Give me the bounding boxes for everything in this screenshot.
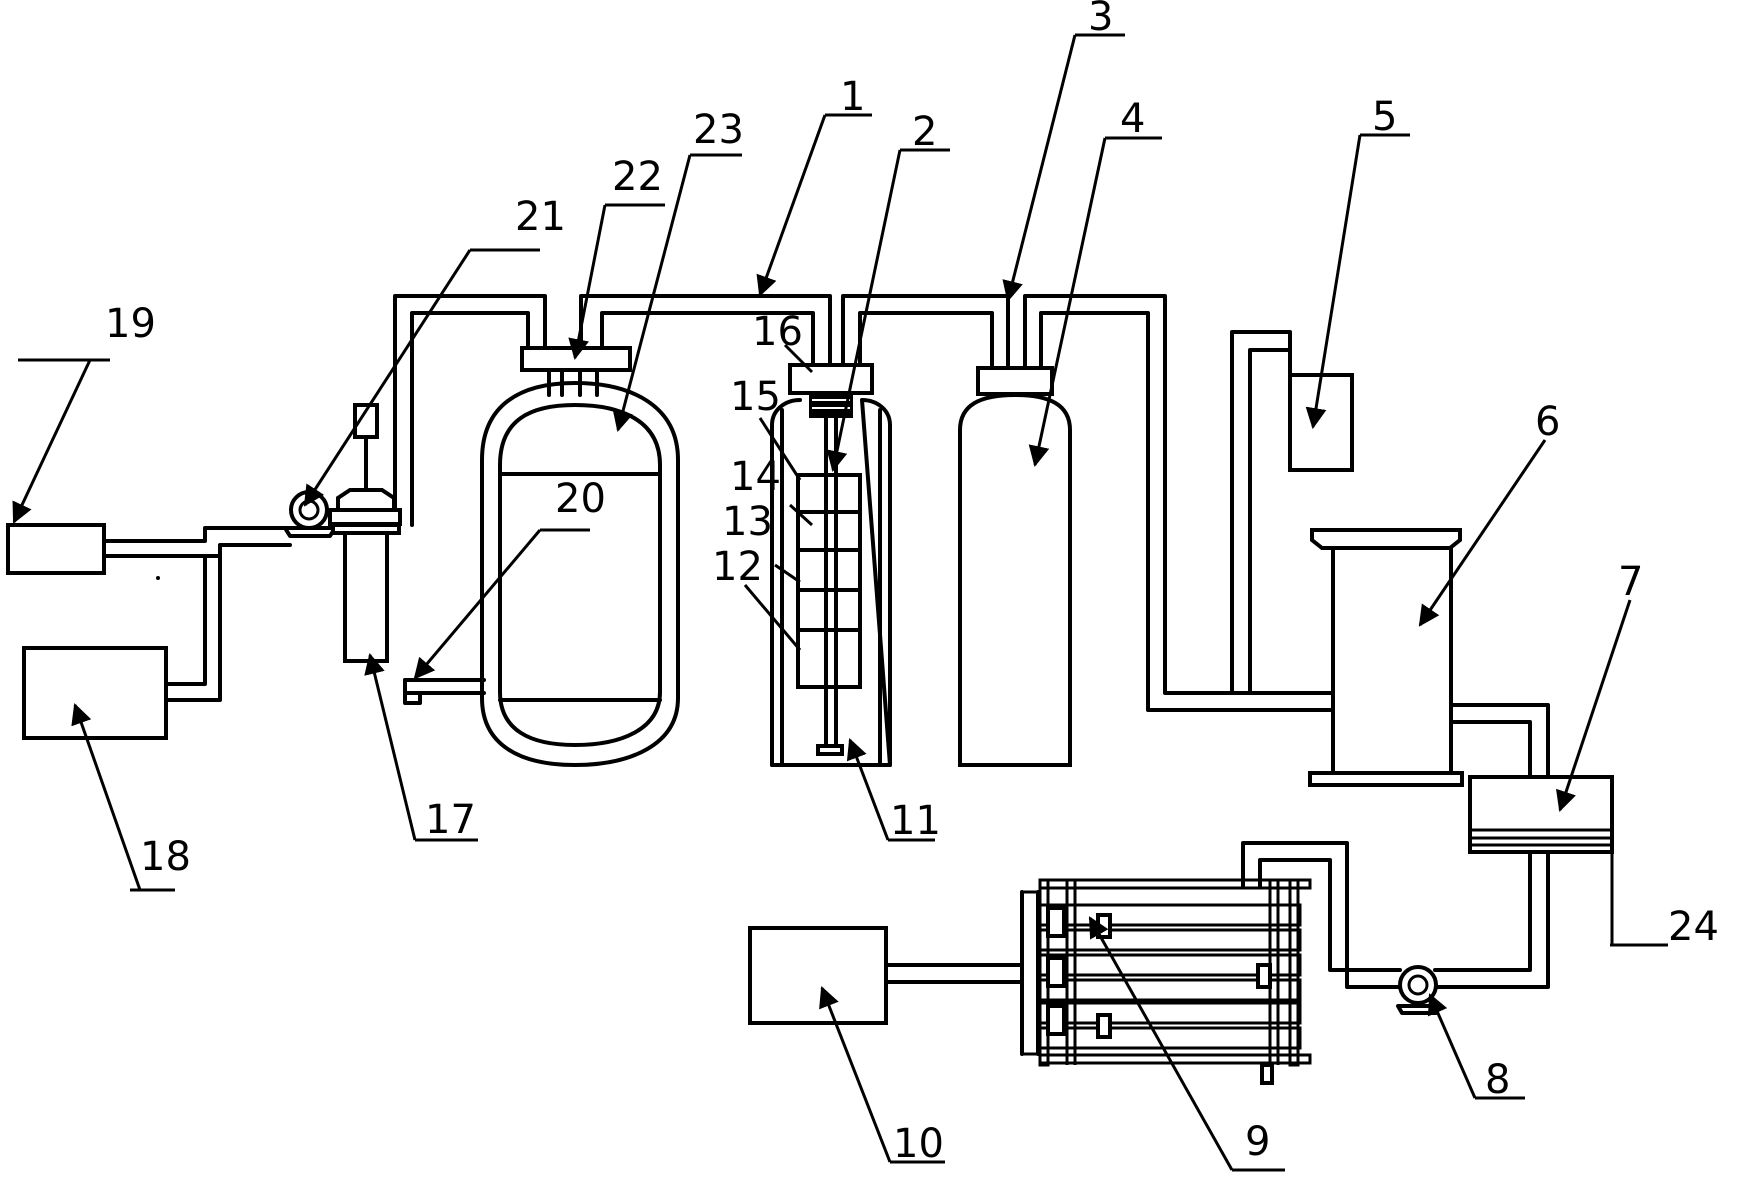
label-8: 8 [1485, 1057, 1510, 1103]
label-6: 6 [1535, 399, 1560, 445]
unit-10 [748, 926, 1024, 1025]
pump-8 [1241, 841, 1442, 1015]
label-9: 9 [1245, 1119, 1270, 1165]
label-16: 16 [752, 309, 803, 355]
tank-7 [1433, 775, 1614, 989]
label-17: 17 [425, 797, 476, 843]
label-19: 19 [105, 301, 156, 347]
valve-17 [328, 403, 402, 663]
leader-lines [12, 33, 1668, 1172]
unit-5 [1288, 373, 1354, 472]
label-2: 2 [912, 109, 937, 155]
label-1: 1 [840, 74, 865, 120]
label-13: 13 [722, 499, 773, 545]
label-3: 3 [1088, 0, 1113, 40]
dot-mark [156, 576, 160, 580]
unit-18 [22, 554, 222, 740]
label-22: 22 [612, 154, 663, 200]
label-18: 18 [140, 834, 191, 880]
label-14: 14 [730, 454, 781, 500]
label-21: 21 [515, 194, 566, 240]
labels: 1 2 3 4 5 6 7 8 9 10 11 12 13 14 15 16 1… [105, 0, 1719, 1167]
label-23: 23 [693, 107, 744, 153]
label-20: 20 [555, 476, 606, 522]
label-4: 4 [1120, 96, 1145, 142]
vessel-2 [770, 363, 892, 767]
separator-6 [1308, 528, 1550, 787]
label-24: 24 [1668, 904, 1719, 950]
label-5: 5 [1372, 94, 1397, 140]
label-7: 7 [1618, 559, 1643, 605]
reactor-23 [403, 346, 680, 767]
unit-19 [6, 523, 292, 575]
label-10: 10 [893, 1121, 944, 1167]
cylinder-4 [958, 366, 1072, 767]
label-12: 12 [712, 544, 763, 590]
label-11: 11 [890, 798, 941, 844]
label-15: 15 [730, 374, 781, 420]
